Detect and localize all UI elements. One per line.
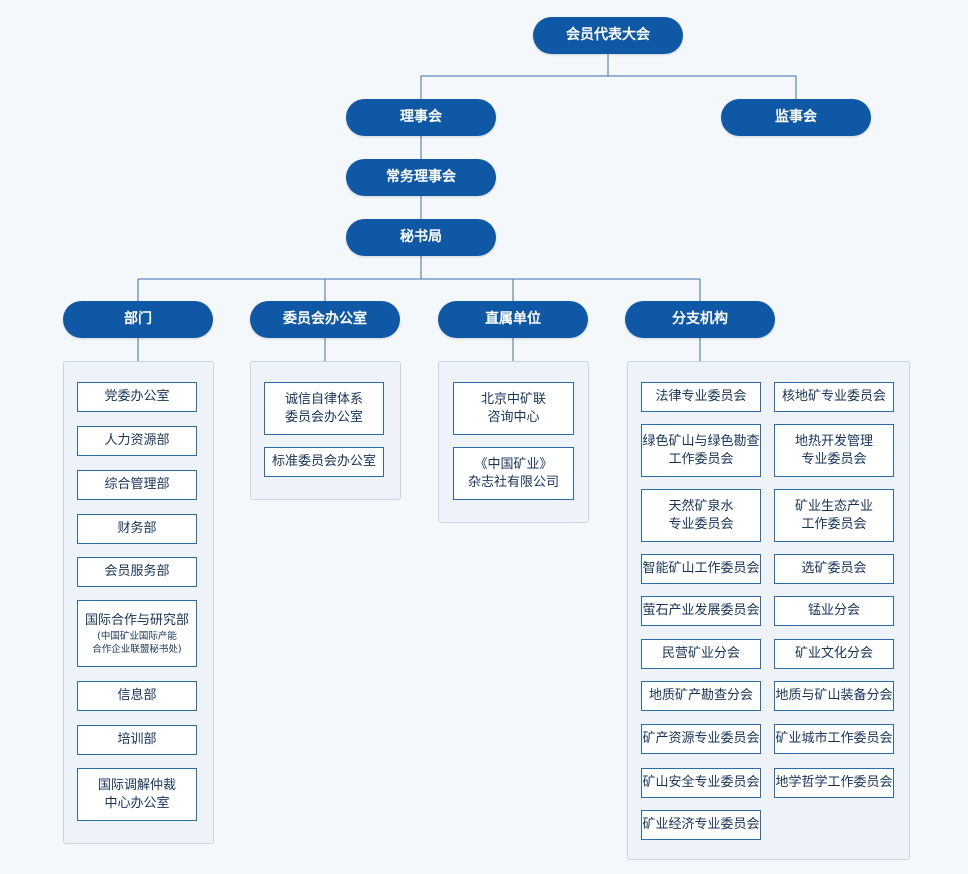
box-label: 矿业生态产业: [794, 498, 873, 514]
departments-header: 部门: [63, 301, 213, 338]
committee-standards: 标准委员会办公室: [264, 447, 384, 477]
box-label: 工作委员会: [668, 451, 734, 467]
branch-org-item: 智能矿山工作委员会: [641, 554, 761, 584]
box-label: 矿业经济专业委员会: [642, 817, 760, 832]
branch-org-item: 矿业经济专业委员会: [641, 810, 761, 840]
box-label: 地质矿产勘查分会: [648, 688, 753, 703]
box-label: 专业委员会: [668, 516, 734, 532]
box-label: 萤石产业发展委员会: [642, 603, 760, 618]
branch-org-item: 地热开发管理 专业委员会: [774, 424, 894, 477]
box-label: 矿产资源专业委员会: [642, 731, 760, 746]
dept-mediation-office: 国际调解仲裁 中心办公室: [77, 768, 197, 821]
branch-org-item: 矿业生态产业 工作委员会: [774, 489, 894, 542]
branch-org-item: 核地矿专业委员会: [774, 382, 894, 412]
box-label: 国际调解仲裁: [97, 777, 176, 793]
box-label: 人力资源部: [104, 433, 170, 448]
box-label: 信息部: [117, 688, 157, 703]
box-label: 财务部: [117, 521, 157, 536]
box-label: 地热开发管理: [794, 433, 873, 449]
dept-hr: 人力资源部: [77, 426, 197, 456]
branch-org-item: 地质矿产勘查分会: [641, 681, 761, 711]
box-label: 天然矿泉水: [668, 498, 734, 514]
secretariat-node: 秘书局: [346, 219, 496, 256]
box-label: 智能矿山工作委员会: [642, 561, 760, 576]
dept-training: 培训部: [77, 725, 197, 755]
box-label: 标准委员会办公室: [271, 454, 376, 469]
box-label: 工作委员会: [801, 516, 867, 532]
dept-party-office: 党委办公室: [77, 382, 197, 412]
box-label: 矿业城市工作委员会: [775, 731, 893, 746]
branch-org-item: 矿业文化分会: [774, 639, 894, 669]
box-label: 培训部: [117, 732, 157, 747]
box-label: 核地矿专业委员会: [781, 389, 886, 404]
box-label: 矿山安全专业委员会: [642, 775, 760, 790]
box-label: 会员服务部: [104, 564, 170, 579]
box-label: 地学哲学工作委员会: [775, 775, 893, 790]
box-label: 北京中矿联: [480, 391, 546, 407]
branch-org-item: 选矿委员会: [774, 554, 894, 584]
branch-org-item: 萤石产业发展委员会: [641, 596, 761, 626]
dept-finance: 财务部: [77, 514, 197, 544]
dept-information: 信息部: [77, 681, 197, 711]
standing-council-node: 常务理事会: [346, 159, 496, 196]
branch-org-item: 矿产资源专业委员会: [641, 724, 761, 754]
box-note: (中国矿业国际产能: [97, 630, 177, 642]
box-label: 综合管理部: [104, 477, 170, 492]
box-label: 诚信自律体系: [284, 391, 363, 407]
general-assembly-node: 会员代表大会: [533, 17, 683, 54]
committee-integrity: 诚信自律体系 委员会办公室: [264, 382, 384, 435]
branch-org-item: 锰业分会: [774, 596, 894, 626]
box-label: 咨询中心: [487, 409, 540, 425]
branch-org-item: 绿色矿山与绿色勘查 工作委员会: [641, 424, 761, 477]
branch-org-item: 地质与矿山装备分会: [774, 681, 894, 711]
affiliated-magazine: 《中国矿业》 杂志社有限公司: [453, 447, 574, 500]
box-label: 委员会办公室: [284, 409, 363, 425]
dept-general-management: 综合管理部: [77, 470, 197, 500]
branch-org-item: 法律专业委员会: [641, 382, 761, 412]
supervisory-board-node: 监事会: [721, 99, 871, 136]
box-label: 绿色矿山与绿色勘查: [642, 433, 760, 449]
committee-office-header: 委员会办公室: [250, 301, 400, 338]
box-label: 民营矿业分会: [661, 646, 740, 661]
box-label: 国际合作与研究部: [84, 612, 189, 628]
branch-org-item: 矿山安全专业委员会: [641, 768, 761, 798]
branch-org-item: 民营矿业分会: [641, 639, 761, 669]
box-label: 锰业分会: [807, 603, 860, 618]
box-label: 党委办公室: [104, 389, 170, 404]
branch-orgs-header: 分支机构: [625, 301, 775, 338]
dept-member-services: 会员服务部: [77, 557, 197, 587]
box-label: 杂志社有限公司: [467, 474, 559, 490]
council-node: 理事会: [346, 99, 496, 136]
branch-org-item: 矿业城市工作委员会: [774, 724, 894, 754]
box-label: 专业委员会: [801, 451, 867, 467]
box-label: 选矿委员会: [801, 561, 867, 576]
box-label: 矿业文化分会: [794, 646, 873, 661]
box-label: 地质与矿山装备分会: [775, 688, 893, 703]
box-note: 合作企业联盟秘书处): [92, 643, 182, 655]
box-label: 《中国矿业》: [474, 456, 553, 472]
dept-international: 国际合作与研究部 (中国矿业国际产能 合作企业联盟秘书处): [77, 600, 197, 667]
box-label: 法律专业委员会: [655, 389, 747, 404]
branch-org-item: 天然矿泉水 专业委员会: [641, 489, 761, 542]
affiliated-units-header: 直属单位: [438, 301, 588, 338]
affiliated-consulting-center: 北京中矿联 咨询中心: [453, 382, 574, 435]
branch-org-item: 地学哲学工作委员会: [774, 768, 894, 798]
box-label: 中心办公室: [104, 795, 170, 811]
